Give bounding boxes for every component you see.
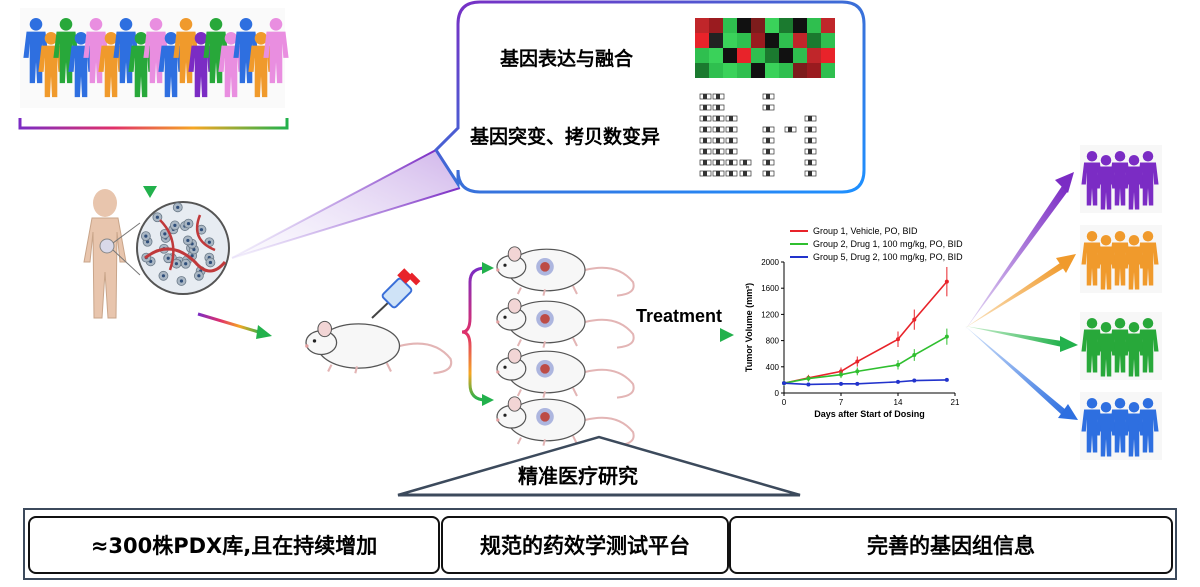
x-tick-label: 21: [951, 398, 960, 407]
data-point: [944, 377, 949, 382]
y-tick-label: 1600: [761, 284, 779, 293]
blue-group-icon: [1080, 392, 1162, 460]
mutation-panel-image: [699, 93, 817, 177]
person-silhouette-icon: [1137, 318, 1159, 373]
data-point: [806, 382, 811, 387]
feature-box-genomic-info: 完善的基因组信息: [729, 516, 1173, 574]
person-silhouette-icon: [68, 32, 94, 98]
person-silhouette-icon: [1137, 398, 1159, 453]
outcome-arrows: [965, 172, 1078, 420]
data-point: [782, 381, 786, 386]
legend-label: Group 5, Drug 2, 100 mg/kg, PO, BID: [813, 251, 963, 262]
data-point: [944, 334, 949, 339]
human-body-icon: [83, 189, 141, 319]
tissue-circle-icon: [136, 201, 230, 295]
person-silhouette-icon: [128, 32, 154, 98]
syringe-icon: [371, 268, 421, 319]
person-silhouette-icon: [1137, 231, 1159, 286]
data-point: [912, 353, 917, 358]
data-point: [855, 381, 860, 386]
person-silhouette-icon: [188, 32, 214, 98]
feature-text: ≈300株PDX库,且在持续增加: [90, 534, 378, 558]
x-tick-label: 0: [782, 398, 787, 407]
x-tick-label: 14: [894, 398, 903, 407]
purple-group-icon: [1080, 145, 1162, 213]
arrow-to-mouse: [197, 312, 272, 339]
person-silhouette-icon: [158, 32, 184, 98]
legend-entry: Group 2, Drug 1, 100 mg/kg, PO, BID: [790, 237, 963, 250]
x-axis-label: Days after Start of Dosing: [814, 409, 925, 419]
data-point: [944, 279, 949, 284]
treatment-label: Treatment: [636, 306, 723, 326]
feature-text: 规范的药效学测试平台: [480, 534, 690, 558]
x-tick-label: 7: [839, 398, 844, 407]
person-silhouette-icon: [38, 32, 64, 98]
person-silhouette-icon: [248, 32, 274, 98]
feature-box-efficacy-platform: 规范的药效学测试平台: [441, 516, 729, 574]
treatment-arrow: [640, 328, 734, 342]
callout-text-expression: 基因表达与融合: [500, 48, 634, 70]
data-point: [896, 337, 900, 342]
callout-text-mutation: 基因突变、拷贝数变异: [470, 126, 661, 148]
person-silhouette-icon: [1137, 151, 1159, 206]
data-point: [855, 369, 860, 374]
person-silhouette-icon: [218, 32, 244, 98]
data-point: [855, 359, 860, 364]
y-axis-label: Tumor Volume (mm³): [744, 283, 754, 372]
legend-label: Group 2, Drug 1, 100 mg/kg, PO, BID: [813, 238, 963, 249]
mouse-icon: [496, 246, 635, 297]
data-point: [896, 362, 900, 367]
y-tick-label: 400: [766, 363, 780, 372]
legend-swatch: [790, 242, 808, 245]
feature-text: 完善的基因组信息: [867, 534, 1035, 558]
y-tick-label: 2000: [761, 258, 779, 267]
legend-label: Group 1, Vehicle, PO, BID: [813, 225, 918, 236]
mouse-icon: [496, 348, 635, 399]
person-silhouette-icon: [98, 32, 124, 98]
people-crowd-icon: [18, 8, 289, 198]
series-line: [783, 281, 948, 384]
feature-box-pdx-library: ≈300株PDX库,且在持续增加: [28, 516, 440, 574]
outcome-groups: [1080, 145, 1162, 460]
data-point: [839, 381, 843, 386]
data-point: [806, 376, 811, 381]
mouse-icon: [305, 320, 453, 375]
treated-mice: [496, 246, 635, 447]
brace-icon: [461, 262, 494, 406]
green-group-icon: [1080, 312, 1162, 380]
y-tick-label: 0: [775, 389, 780, 398]
pyramid-label: 精准医疗研究: [518, 464, 638, 488]
y-tick-label: 1200: [761, 310, 779, 319]
mouse-icon: [305, 320, 453, 375]
mouse-icon: [496, 298, 635, 349]
legend-swatch: [790, 255, 808, 258]
y-tick-label: 800: [766, 337, 780, 346]
data-point: [896, 379, 900, 384]
mouse-icon: [496, 396, 635, 447]
legend-entry: Group 1, Vehicle, PO, BID: [790, 224, 963, 237]
data-point: [912, 317, 917, 322]
heatmap-image: [695, 18, 835, 78]
person-silhouette-icon: [263, 18, 289, 84]
legend-entry: Group 5, Drug 2, 100 mg/kg, PO, BID: [790, 250, 963, 263]
orange-group-icon: [1080, 225, 1162, 293]
legend-swatch: [790, 229, 808, 232]
data-point: [839, 372, 843, 377]
chart-legend: Group 1, Vehicle, PO, BID Group 2, Drug …: [790, 224, 963, 263]
pyramid: [23, 435, 1177, 580]
data-point: [912, 378, 917, 383]
